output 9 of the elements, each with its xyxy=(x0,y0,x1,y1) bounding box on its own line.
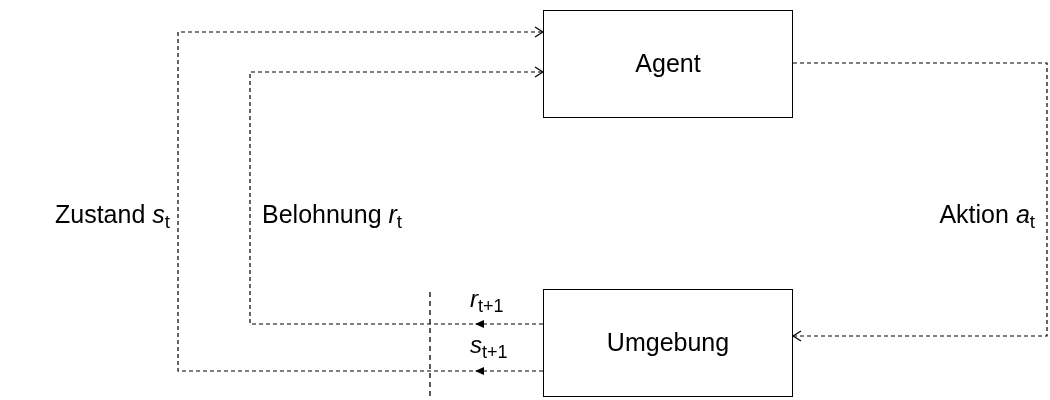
process-box xyxy=(543,289,793,397)
edge-label: Zustand s$_{t}$ xyxy=(55,200,170,228)
box-label: Agent xyxy=(635,48,701,80)
edge-label: Aktion a$_{t}$ xyxy=(939,200,1035,228)
edge-label: Belohnung r$_{t}$ xyxy=(262,200,403,228)
process-box xyxy=(543,10,793,118)
signal-label: r$_{t+1}$ xyxy=(470,287,504,311)
box-label: Umgebung xyxy=(606,327,730,359)
signal-label: s$_{t+1}$ xyxy=(470,333,508,357)
